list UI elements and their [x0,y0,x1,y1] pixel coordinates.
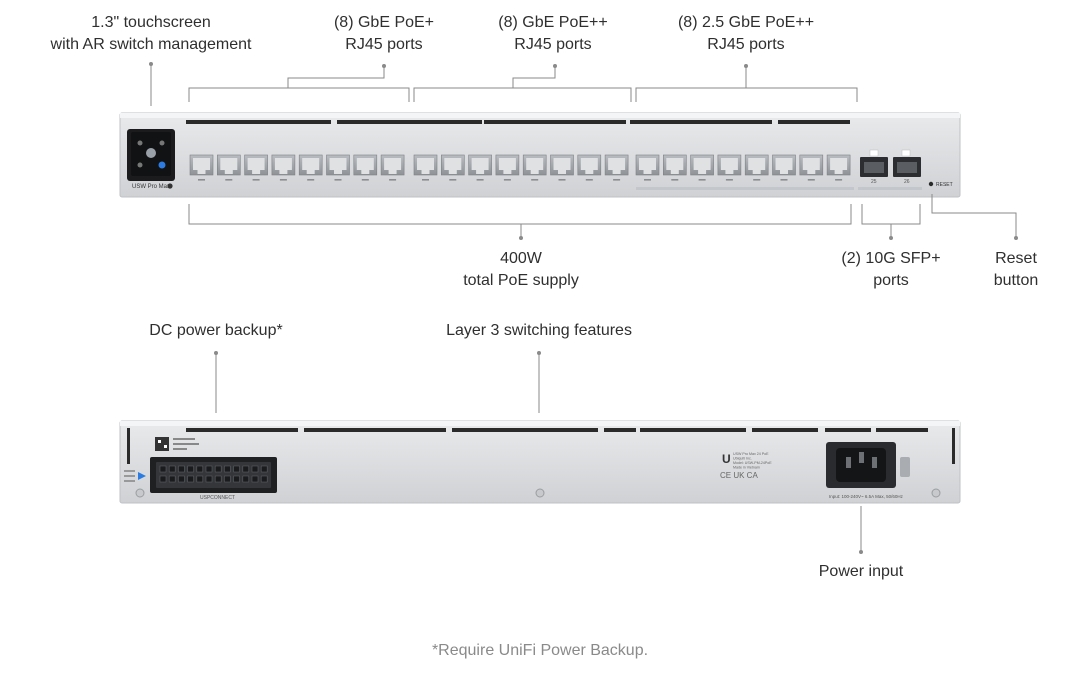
callout-layer3: Layer 3 switching features [446,322,632,339]
callout-2-5-gbe-ports: (8) 2.5 GbE PoE++ RJ45 ports [677,14,815,53]
cert-marks: CE UK CA [720,471,758,480]
rear-callout-lines [215,353,862,552]
rj45-port-2[interactable] [217,154,241,181]
callout-gbe-poe-plus-plus-ports: (8) GbE PoE++ RJ45 ports [498,14,608,53]
qr-code [155,437,169,451]
rj45-port-14[interactable] [550,154,574,181]
rear-info-line: Ubiquiti Inc. [733,457,752,461]
input-rating: Input: 100-240V~ 6.5A Max, 50/60Hz [829,494,904,499]
model-label: USW Pro Max [132,184,170,190]
callout-touchscreen: 1.3" touchscreen with AR switch manageme… [50,14,252,53]
rj45-port-19[interactable] [690,154,714,181]
rj45-port-21[interactable] [744,154,769,181]
callout-sfp-ports: (2) 10G SFP+ ports [841,250,941,289]
rj45-port-7[interactable] [353,154,378,181]
callout-power-input: Power input [818,563,904,580]
ubiquiti-logo-icon: U [722,452,731,466]
rj45-port-1[interactable] [189,154,214,181]
touchscreen-module [127,129,175,181]
rear-panel: USPCONNECT U USW Pro Max 24 PoEUbiquiti … [119,420,961,504]
rj45-port-23[interactable] [799,154,824,181]
rj45-port-array [189,154,851,181]
arrow-icon [138,472,146,480]
rj45-port-18[interactable] [662,154,687,181]
dc-power-connector[interactable] [150,457,277,493]
connector-text: USPCONNECT [200,495,235,501]
screw-icon [135,488,145,498]
rear-callout-dots [214,351,863,554]
rear-info-line: USW Pro Max 24 PoE [733,452,769,456]
rj45-port-22[interactable] [772,154,796,181]
rj45-port-10[interactable] [440,154,465,181]
sfp-ports: 25 26 [860,149,921,185]
rj45-port-20[interactable] [717,154,742,181]
rj45-port-8[interactable] [380,154,405,181]
front-callout-dots [149,62,1018,240]
rj45-port-24[interactable] [826,154,851,181]
rj45-port-16[interactable] [604,154,629,181]
rj45-port-17[interactable] [635,154,660,181]
rj45-port-4[interactable] [271,154,296,181]
reset-button[interactable] [928,181,934,187]
rear-info-line: Made in Vietnam [733,466,760,470]
callout-reset-button: Reset button [993,250,1039,289]
rj45-port-13[interactable] [522,154,547,181]
screw-icon [931,488,941,498]
rj45-port-5[interactable] [298,154,323,181]
svg-text:25: 25 [871,179,877,185]
rj45-port-6[interactable] [326,154,350,181]
callout-dc-power-backup: DC power backup* [149,322,283,339]
rj45-port-11[interactable] [468,154,492,181]
front-panel: USW Pro Max 25 26 RESET [119,112,961,198]
rj45-port-12[interactable] [495,154,520,181]
screw-icon [535,488,545,498]
rj45-port-15[interactable] [577,154,602,181]
ac-power-inlet[interactable] [826,442,896,488]
callout-gbe-poe-plus-ports: (8) GbE PoE+ RJ45 ports [333,14,435,53]
ubiquiti-logo-icon [167,183,173,189]
rear-info-line: Model: USW-PM-24PoE [733,461,772,465]
rj45-port-3[interactable] [244,154,268,181]
front-callout-lines [150,64,1017,238]
rj45-port-9[interactable] [413,154,438,181]
footnote: *Require UniFi Power Backup. [431,642,649,659]
svg-text:26: 26 [904,179,910,185]
reset-text: RESET [936,182,953,188]
callout-poe-supply: 400W total PoE supply [463,250,579,289]
